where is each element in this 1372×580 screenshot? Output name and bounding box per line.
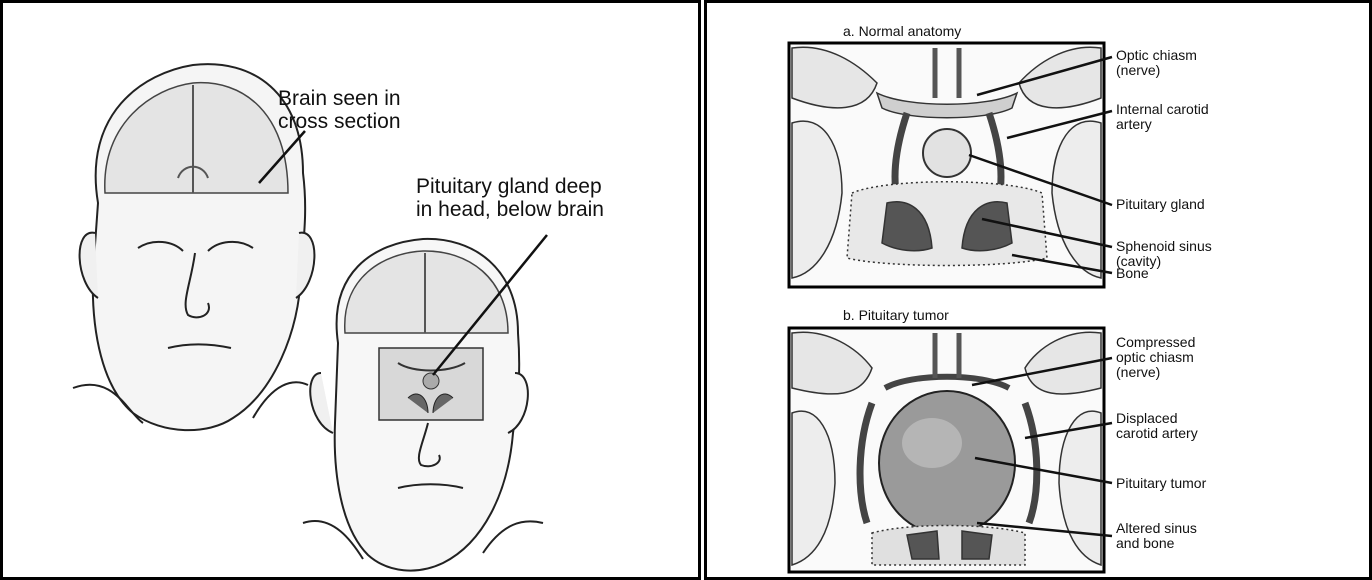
- diagram-pituitary-tumor: [789, 328, 1104, 572]
- label-pituitary-gland: Pituitary gland: [1116, 197, 1205, 212]
- label-compressed-optic-chiasm: Compressed optic chiasm (nerve): [1116, 335, 1195, 380]
- label-altered-sinus-bone: Altered sinus and bone: [1116, 521, 1197, 551]
- heads-illustration-panel: Brain seen in cross section Pituitary gl…: [0, 0, 701, 580]
- pituitary-inset-box: [379, 348, 483, 420]
- label-displaced-carotid: Displaced carotid artery: [1116, 411, 1198, 441]
- pituitary-detail-panel: a. Normal anatomy b. Pituitary tumor Opt…: [704, 0, 1372, 580]
- diagram-normal-anatomy: [789, 43, 1104, 287]
- label-pituitary-deep: Pituitary gland deep in head, below brai…: [416, 175, 604, 221]
- title-normal-anatomy: a. Normal anatomy: [843, 23, 961, 39]
- label-brain-cross-section: Brain seen in cross section: [278, 87, 401, 133]
- label-internal-carotid: Internal carotid artery: [1116, 102, 1209, 132]
- title-pituitary-tumor: b. Pituitary tumor: [843, 307, 949, 323]
- label-optic-chiasm: Optic chiasm (nerve): [1116, 48, 1197, 78]
- pituitary-detail-diagrams: [707, 3, 1369, 577]
- label-pituitary-tumor: Pituitary tumor: [1116, 476, 1206, 491]
- label-bone: Bone: [1116, 266, 1149, 281]
